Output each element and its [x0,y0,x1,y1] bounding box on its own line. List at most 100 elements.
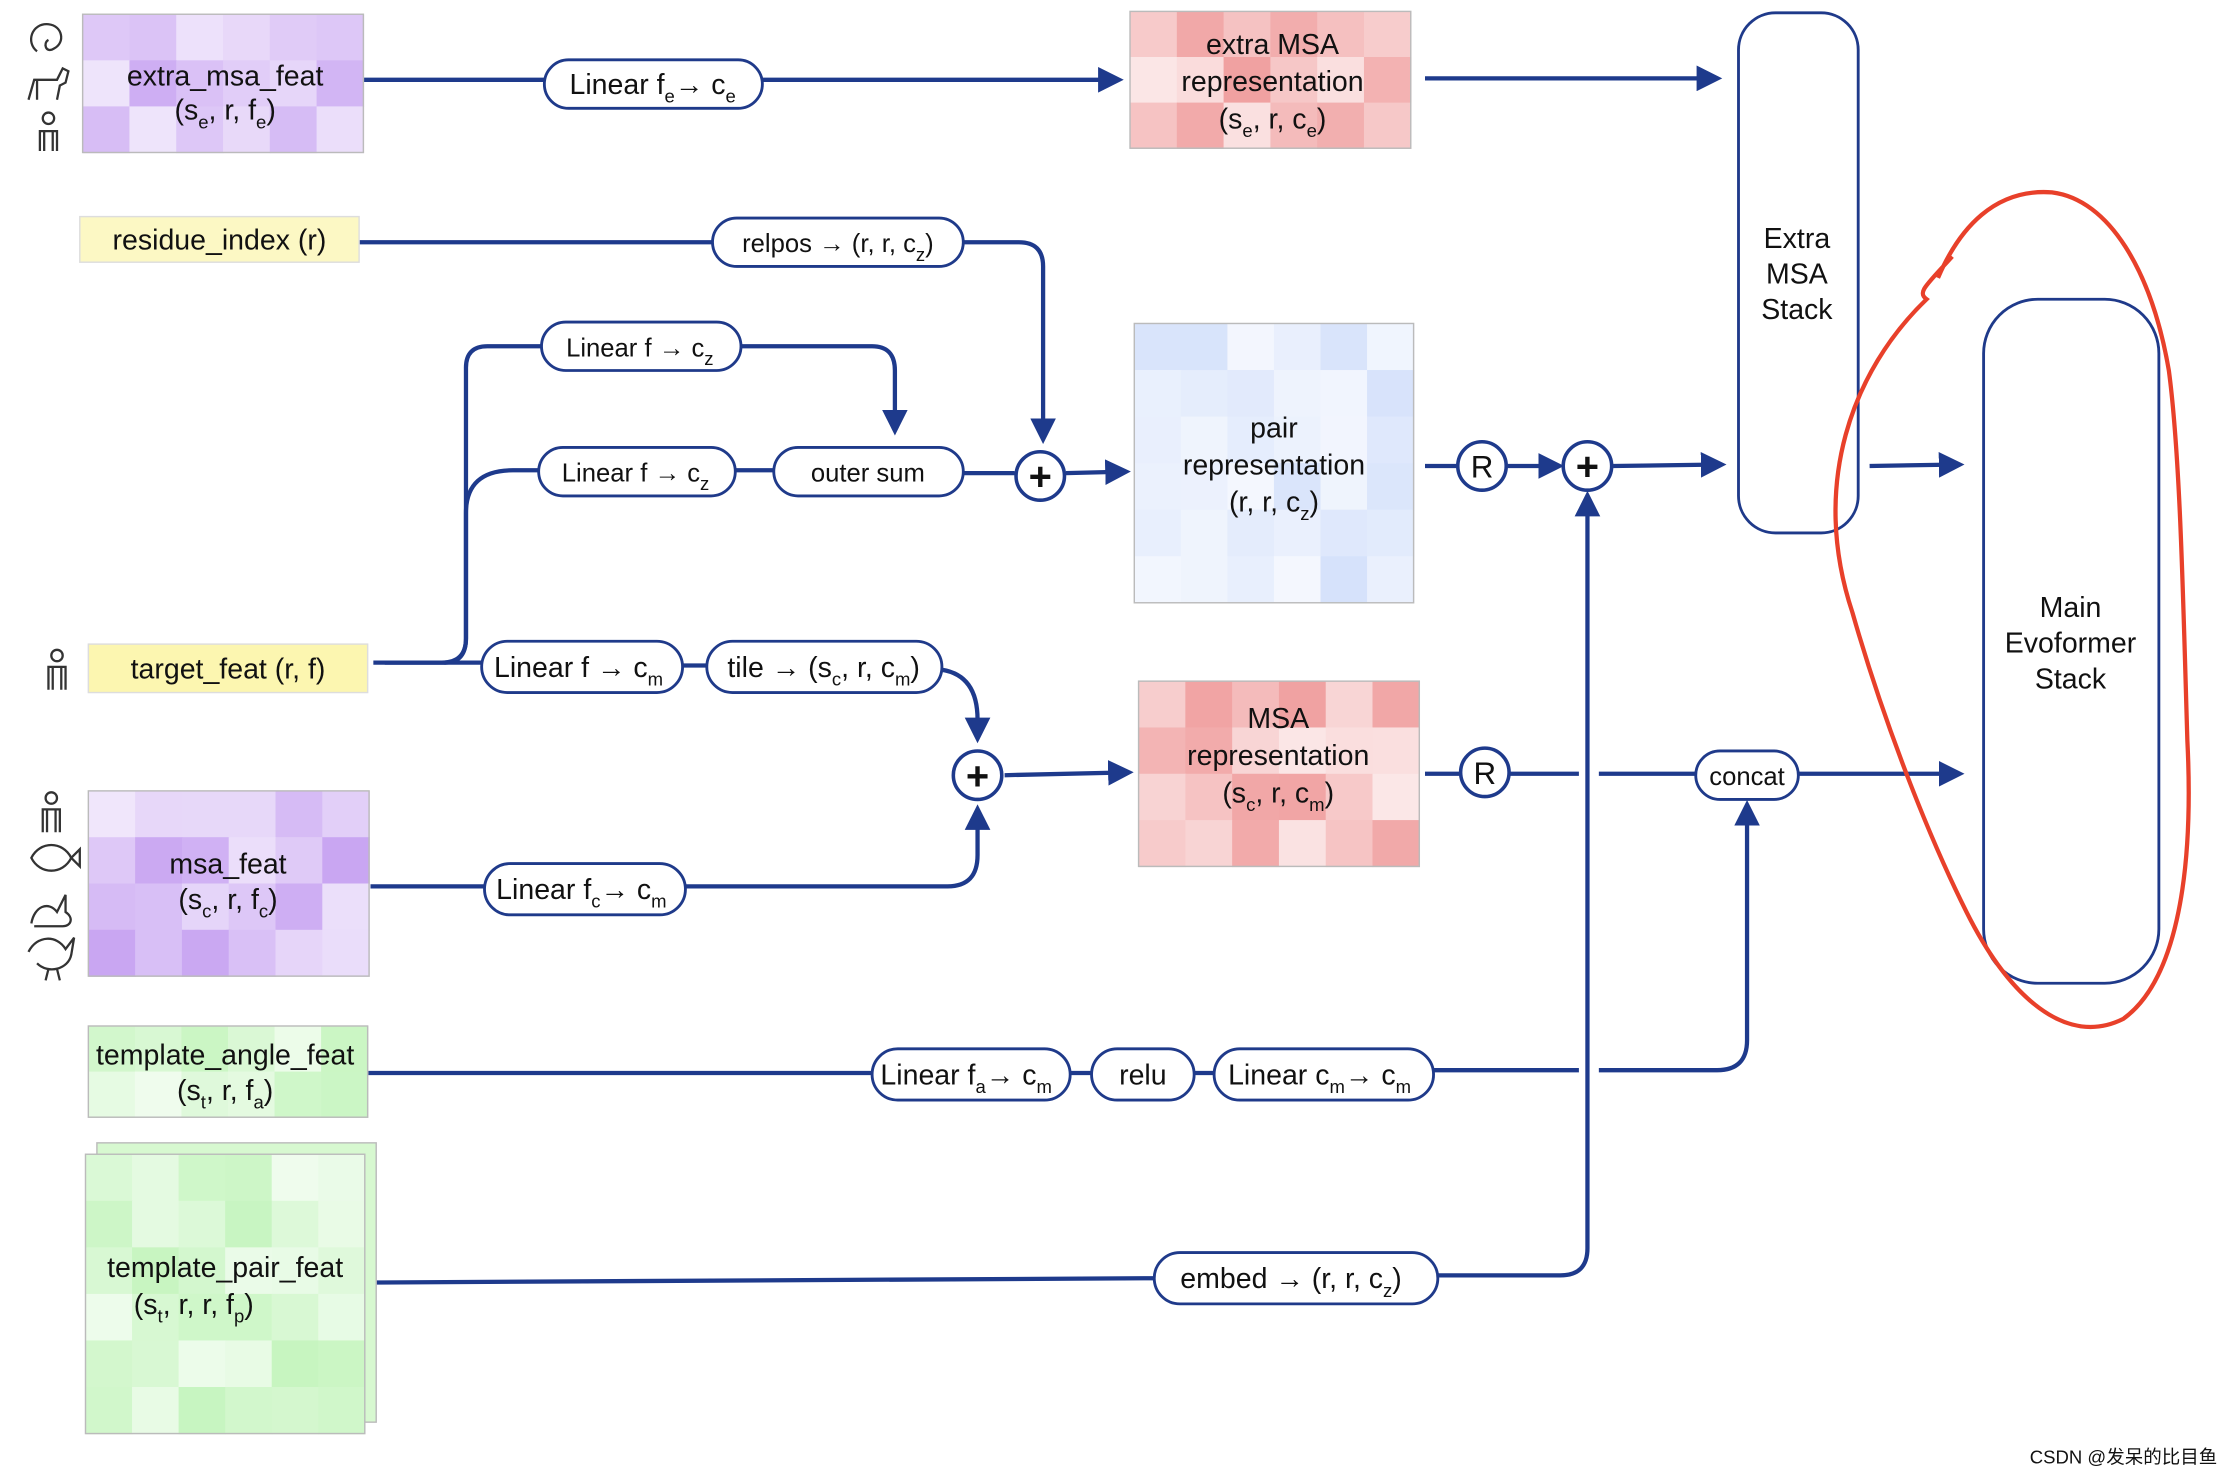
grid-cell [271,1154,319,1202]
grid-cell [181,883,230,931]
grid-cell [1278,820,1327,868]
op-linear-cm-cm-label: Linear cm→ cm [1228,1059,1411,1097]
grid-cell [225,1247,273,1295]
grid-cell [178,1247,226,1295]
grid-cell [1134,509,1182,557]
grid-cell [82,14,131,62]
grid-border [87,1025,369,1118]
grid-cell [82,106,131,154]
grid-cell [129,106,177,154]
grid-cell [1227,463,1275,511]
grid-cell [1134,323,1182,371]
grid-cell [271,1340,319,1388]
grid-cell [1176,102,1225,149]
msa-feat-label: msa_feat [169,849,286,881]
op-linear-fa-cm-pill [870,1047,1072,1102]
grid-cell [321,1026,369,1073]
feature-msa-feat: msa_feat (sc, r, fc) [87,790,370,977]
grid-cell [322,790,370,838]
grid-cell [318,1386,366,1435]
grid-cell [181,1071,229,1118]
extra-msa-rep-line1: extra MSA [1206,29,1339,61]
grid-cell [225,1386,273,1435]
grid-cell [274,1071,322,1118]
grid-cell [1138,681,1187,729]
template-angle-feat-shape: (st, r, fa) [177,1075,273,1113]
grid-cell [271,1200,319,1249]
recycle-icon: R [1471,449,1494,484]
grid-cell [1367,416,1415,464]
grid-cell [271,1247,319,1295]
extra-msa-stack-line3: Stack [1761,294,1833,326]
grid-cell [228,929,277,977]
plus-circle [1014,449,1067,502]
op-linear-f-cm: Linear f → cm [480,639,684,694]
grid-cell [178,1200,226,1249]
plus-node-pair-template: + [1561,439,1614,492]
grid-cell [275,883,323,931]
grid-cell [88,1071,136,1118]
grid-cell [1320,323,1368,371]
human-icon [47,648,67,690]
grid-cell [1317,11,1365,58]
edge-relpos-to-plus [963,240,1056,445]
template-angle-feat-grid [87,1025,369,1118]
grid-cell [318,1154,366,1202]
grid-cell [1134,463,1182,511]
grid-cell [1232,773,1280,821]
recycle-node-msa: R [1458,746,1511,799]
msa-rep-shape: (sc, r, cm) [1222,777,1334,815]
grid-cell [1134,370,1182,418]
recycle-node-pair: R [1455,439,1509,492]
grid-cell [1273,463,1322,511]
grid-cell [1325,727,1374,775]
grid-cell [228,1026,276,1073]
grid-cell [1185,681,1233,729]
grid-border [1137,680,1421,868]
grid-cell [176,106,224,154]
grid-cell [85,1293,133,1342]
op-relu-label: relu [1119,1059,1167,1091]
op-relu-pill [1090,1047,1196,1102]
op-linear-f-cm-pill [480,639,684,694]
grid-cell [88,883,136,931]
grid-cell [321,1071,369,1118]
extra-msa-feat-grid [81,13,365,154]
grid-cell [178,1154,226,1202]
edge-extra-stack-to-main [1869,452,1965,478]
grid-cell [228,837,277,885]
feature-residue-index: residue_index (r) [79,215,360,263]
grid-cell [318,1247,366,1295]
grid-cell [225,1293,273,1342]
grid-cell [316,60,365,108]
extra-msa-representation: extra MSA representation (se, r, ce) [1129,10,1412,149]
grid-cell [1320,416,1368,464]
op-linear-f-cm-label: Linear f → cm [494,652,663,690]
grid-cell [318,1293,366,1342]
grid-cell [1232,820,1280,868]
grid-cell [132,1293,180,1342]
msa-feat-grid [87,790,370,977]
edge-plus-to-pair-rep [1065,459,1131,485]
grid-cell [1278,773,1327,821]
grid-cell [1223,11,1272,58]
grid-cell [1273,556,1322,604]
target-feat-box [87,643,369,694]
op-concat-label: concat [1709,763,1785,791]
op-embed-label: embed → (r, r, cz) [1180,1263,1402,1301]
dog-icon [27,66,70,101]
grid-cell [269,60,318,108]
grid-cell [1138,727,1187,775]
grid-cell [1227,370,1275,418]
msa-rep-line1: MSA [1247,703,1309,735]
grid-cell [1185,773,1233,821]
recycle-circle [1458,746,1511,799]
grid-cell [275,790,323,838]
extra-msa-stack: Extra MSA Stack [1737,11,1860,535]
grid-cell [1180,463,1229,511]
op-tile-label: tile → (sc, r, cm) [727,652,920,690]
grid-cell [1130,57,1178,104]
pair-rep-shape: (r, r, cz) [1229,487,1319,525]
grid-cell [1227,416,1275,464]
